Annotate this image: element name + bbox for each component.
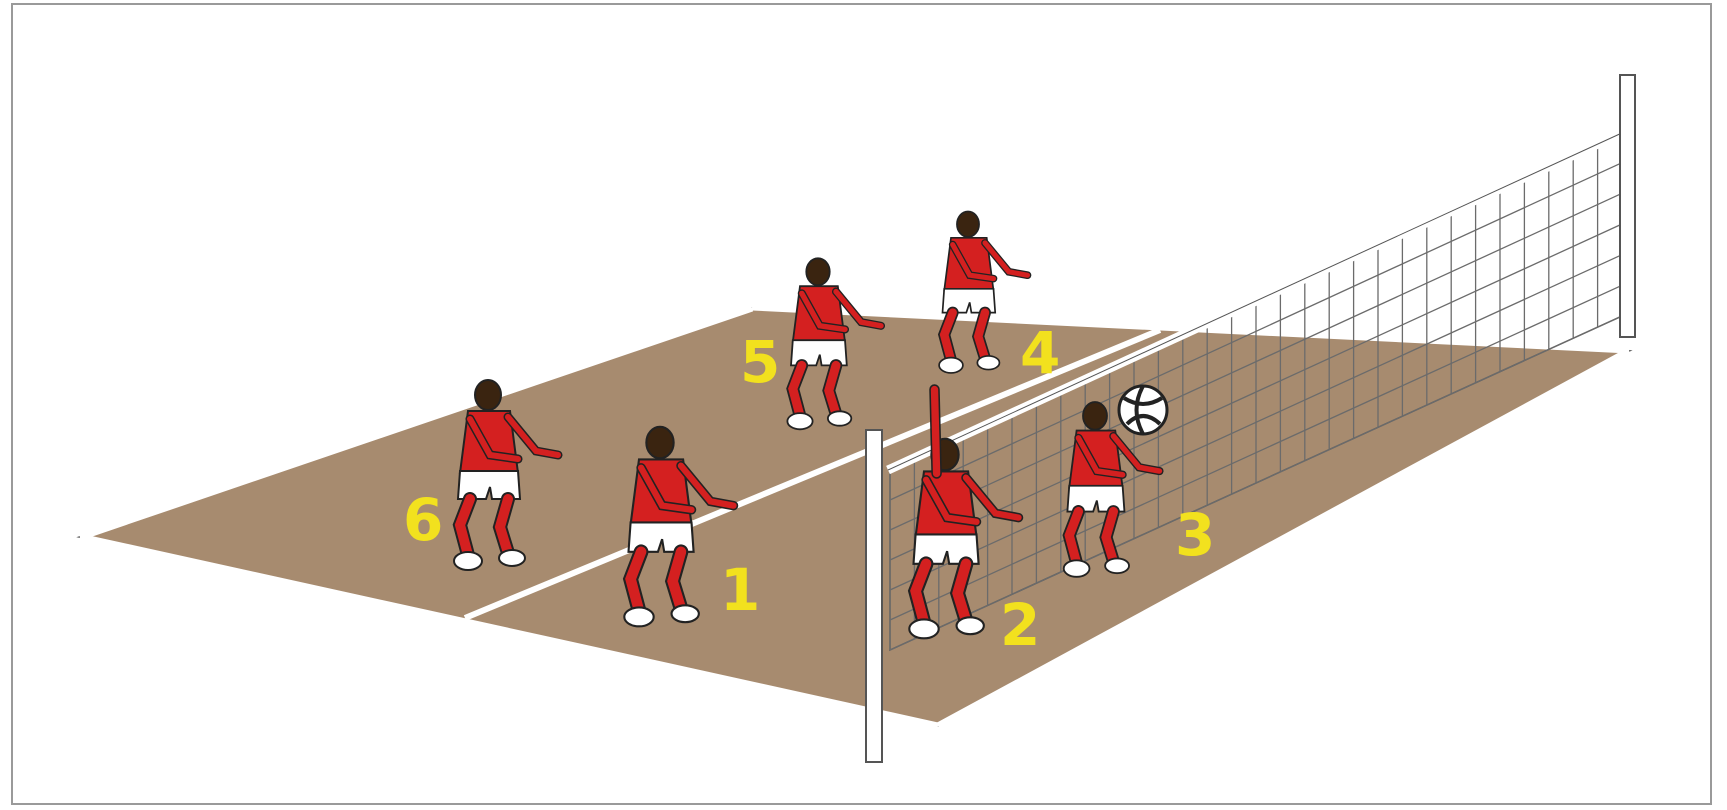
position-label-4: 4 [1020,319,1060,387]
court-floor [80,308,1629,726]
net-post-near [866,430,882,762]
volleyball-ball [1119,386,1167,434]
position-label-6: 6 [403,486,443,554]
position-label-5: 5 [740,328,780,396]
position-label-2: 2 [1000,591,1040,659]
position-label-1: 1 [720,556,760,624]
net-post-far [1620,75,1635,337]
position-label-3: 3 [1175,501,1215,569]
